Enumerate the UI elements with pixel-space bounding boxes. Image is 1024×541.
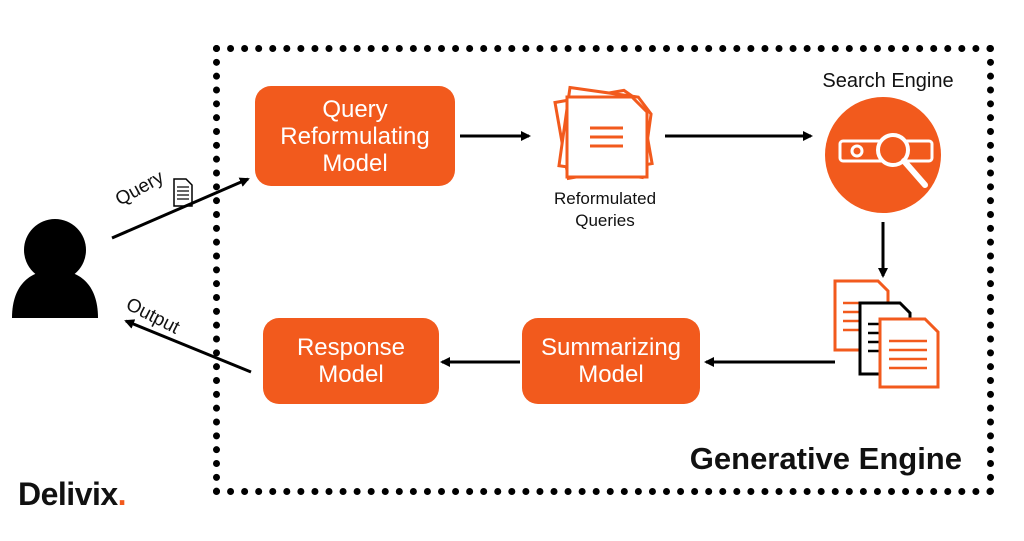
brand-logo: Delivix.	[18, 476, 127, 513]
user-icon	[12, 219, 98, 318]
generative-engine-title: Generative Engine	[689, 441, 962, 476]
summarizing-model-node: Summarizing Model	[522, 318, 700, 404]
arrow-user-to-query-model	[111, 177, 250, 240]
query-reformulating-model-node: Query Reformulating Model	[255, 86, 455, 186]
brand-name: Delivix	[18, 476, 118, 512]
document-icon	[173, 178, 193, 207]
search-engine-icon	[825, 97, 941, 213]
reformulated-queries-label: Reformulated Queries	[553, 189, 657, 230]
search-engine-label: Search Engine	[822, 70, 954, 92]
brand-dot: .	[117, 476, 127, 512]
arrow-response-to-user	[124, 319, 252, 374]
generative-engine-boundary	[213, 45, 994, 495]
result-documents-icon	[833, 279, 940, 389]
response-model-node: Response Model	[263, 318, 439, 404]
documents-stack-icon	[553, 85, 654, 181]
